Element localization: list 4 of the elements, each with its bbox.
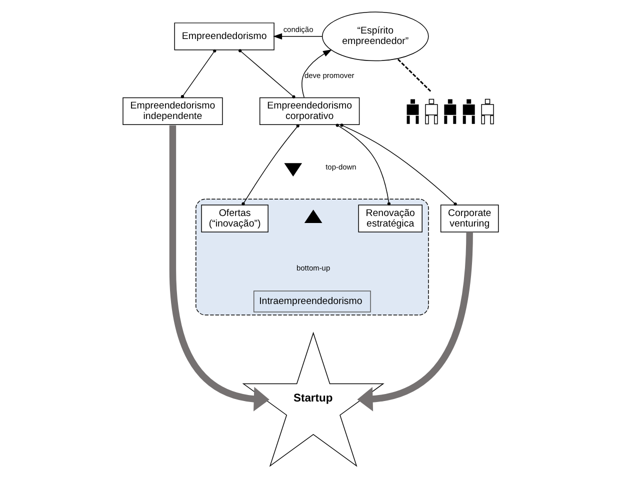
edge-label: condição — [282, 24, 313, 34]
edge-label: deve promover — [304, 70, 354, 80]
label: top-down — [325, 162, 356, 172]
label: bottom-up — [296, 262, 330, 272]
